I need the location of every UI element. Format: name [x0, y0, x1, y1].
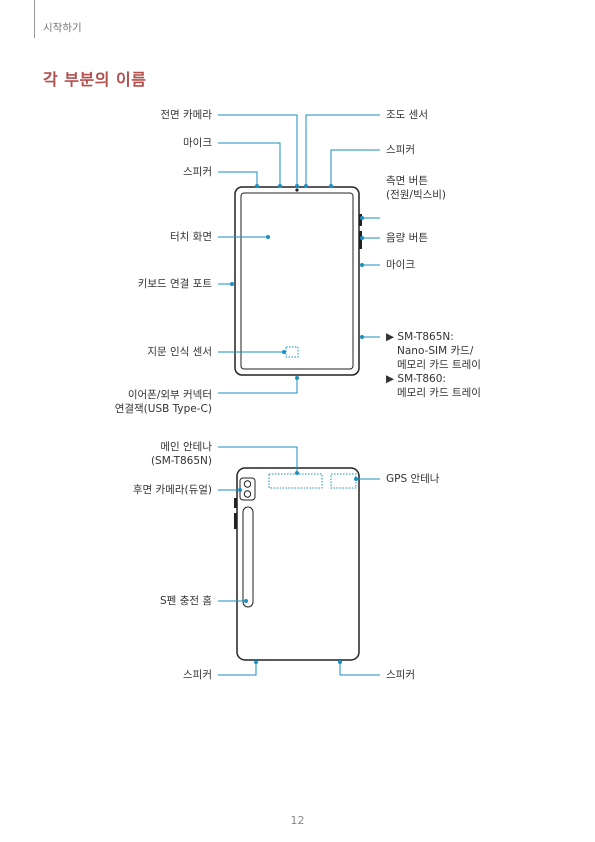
label-touchscreen: 터치 화면 [170, 231, 212, 243]
label-fingerprint: 지문 인식 센서 [147, 346, 212, 358]
label-keyboard-port: 키보드 연결 포트 [137, 278, 212, 290]
label-volume-key: 음량 버튼 [386, 232, 428, 244]
label-side-key-line1: 측면 버튼 [386, 175, 428, 187]
back-device-body [236, 467, 360, 661]
main-antenna-area [268, 473, 323, 489]
page-title: 각 부분의 이름 [43, 70, 147, 89]
volume-key [359, 231, 362, 249]
label-gps-antenna: GPS 안테나 [386, 473, 440, 485]
back-volume-key [234, 513, 237, 529]
label-front-mic: 마이크 [183, 137, 212, 149]
rear-camera-lens-2 [243, 490, 252, 498]
tray-note-t865-line2: Nano-SIM 카드/ [397, 345, 474, 357]
label-front-camera: 전면 카메라 [160, 109, 212, 121]
tray-note-t860-line2: 메모리 카드 트레이 [397, 387, 481, 399]
tray-note-t865-model: ▶ SM-T865N: [386, 331, 454, 343]
side-key [359, 214, 362, 226]
label-light-sensor: 조도 센서 [386, 109, 428, 121]
spen-slot [242, 506, 254, 608]
back-side-key [234, 498, 237, 508]
label-spen-slot: S펜 충전 홈 [160, 595, 212, 607]
rear-camera-lens-1 [243, 480, 252, 488]
page-number: 12 [290, 814, 305, 827]
front-screen [240, 192, 354, 370]
label-usb-line1: 이어폰/외부 커넥터 [127, 389, 212, 401]
label-back-speaker-right: 스피커 [386, 669, 415, 681]
tray-note-t860-model: ▶ SM-T860: [386, 373, 446, 385]
label-rear-camera: 후면 카메라(듀얼) [132, 484, 212, 496]
back-device [234, 467, 360, 661]
label-back-speaker-left: 스피커 [183, 669, 212, 681]
label-main-antenna-line2: (SM-T865N) [150, 455, 212, 467]
front-left-callouts [218, 114, 299, 394]
label-usb-line2: 연결잭(USB Type-C) [114, 403, 212, 415]
gps-antenna-area [330, 473, 357, 489]
front-camera-lens [295, 188, 299, 192]
label-side-key-line2: (전원/빅스비) [386, 189, 447, 201]
front-device [234, 186, 362, 376]
header-divider [34, 0, 35, 38]
label-front-speaker: 스피커 [183, 166, 212, 178]
label-main-antenna-line1: 메인 안테나 [160, 441, 212, 453]
label-front-speaker-right: 스피커 [386, 144, 415, 156]
tray-note-t865-line3: 메모리 카드 트레이 [397, 359, 481, 371]
section-label: 시작하기 [43, 22, 82, 34]
label-front-mic-right: 마이크 [386, 259, 415, 271]
back-callouts [218, 446, 380, 676]
front-right-callouts [304, 114, 380, 339]
